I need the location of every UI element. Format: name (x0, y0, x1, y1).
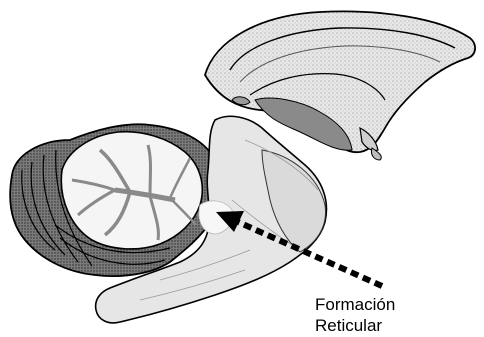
reticular-formation-label-line-2: Reticular (315, 316, 382, 336)
cerebellum (10, 124, 220, 276)
reticular-formation-label-line-1: Formación (315, 295, 395, 315)
